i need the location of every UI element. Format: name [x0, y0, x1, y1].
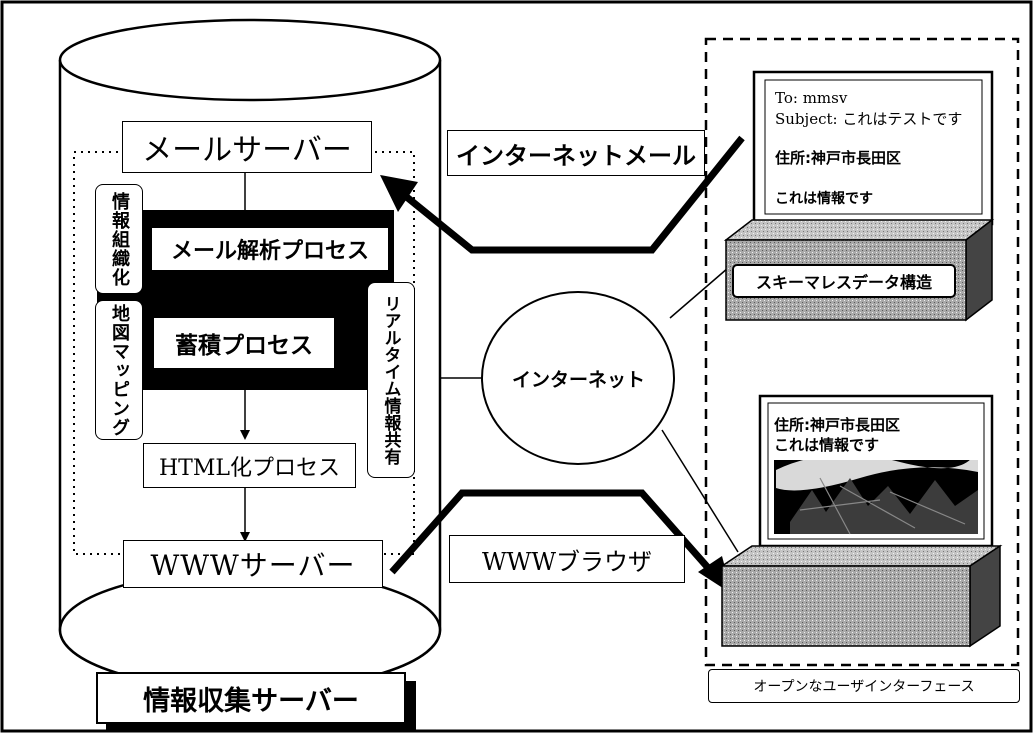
- www-server-box: WWWサーバー: [123, 540, 383, 588]
- info-org-label: 情報組織化: [109, 191, 130, 287]
- www-browser-label: WWWブラウザ: [481, 547, 652, 576]
- mail-analysis-box: メール解析プロセス: [152, 228, 388, 270]
- storage-label: 蓄積プロセス: [175, 333, 313, 359]
- map-mapping-label: 地図マッピング: [109, 303, 130, 437]
- internet-mail-label: インターネットメール: [456, 141, 696, 170]
- mail-analysis-label: メール解析プロセス: [170, 239, 369, 264]
- collection-server-title: 情報収集サーバー: [143, 685, 359, 717]
- info-org-box: 情報組織化: [95, 184, 143, 294]
- client-dashed-region: [704, 37, 1020, 667]
- open-ui-box: オープンなユーザインターフェース: [708, 669, 1020, 703]
- storage-box: 蓄積プロセス: [154, 318, 334, 368]
- html-process-label: HTML化プロセス: [159, 455, 340, 481]
- browser-terminal: [719, 394, 1003, 648]
- schemaless-label: スキーマレスデータ構造: [755, 273, 932, 292]
- www-arrow: [389, 489, 713, 575]
- map-mapping-box: 地図マッピング: [95, 300, 143, 440]
- mail-server-box: メールサーバー: [122, 121, 372, 173]
- email-body: これは情報です: [775, 191, 873, 207]
- internet-mail-box: インターネットメール: [447, 130, 705, 176]
- photo-image: [774, 446, 978, 535]
- browser-address: 住所:神戸市長田区: [774, 416, 900, 434]
- internet-cloud: [481, 291, 675, 465]
- mail-arrow: [395, 135, 745, 254]
- html-process-box: HTML化プロセス: [143, 443, 356, 488]
- email-address: 住所:神戸市長田区: [775, 149, 901, 167]
- email-subject: Subject: これはテストです: [775, 110, 963, 128]
- www-server-label: WWWサーバー: [150, 549, 356, 582]
- schemaless-box: スキーマレスデータ構造: [732, 264, 956, 298]
- internet-links: [440, 267, 739, 553]
- realtime-share-label: リアルタイム情報共有: [380, 295, 401, 465]
- browser-body: これは情報です: [774, 436, 880, 454]
- open-ui-label: オープンなユーザインターフェース: [753, 679, 975, 695]
- realtime-share-box: リアルタイム情報共有: [367, 282, 415, 478]
- email-to: To: mmsv: [775, 89, 848, 107]
- www-browser-box: WWWブラウザ: [449, 535, 685, 583]
- collection-server-title-box: 情報収集サーバー: [96, 672, 406, 724]
- mail-server-label: メールサーバー: [142, 133, 352, 168]
- email-terminal: [723, 70, 995, 322]
- internet-label: インターネット: [512, 369, 646, 391]
